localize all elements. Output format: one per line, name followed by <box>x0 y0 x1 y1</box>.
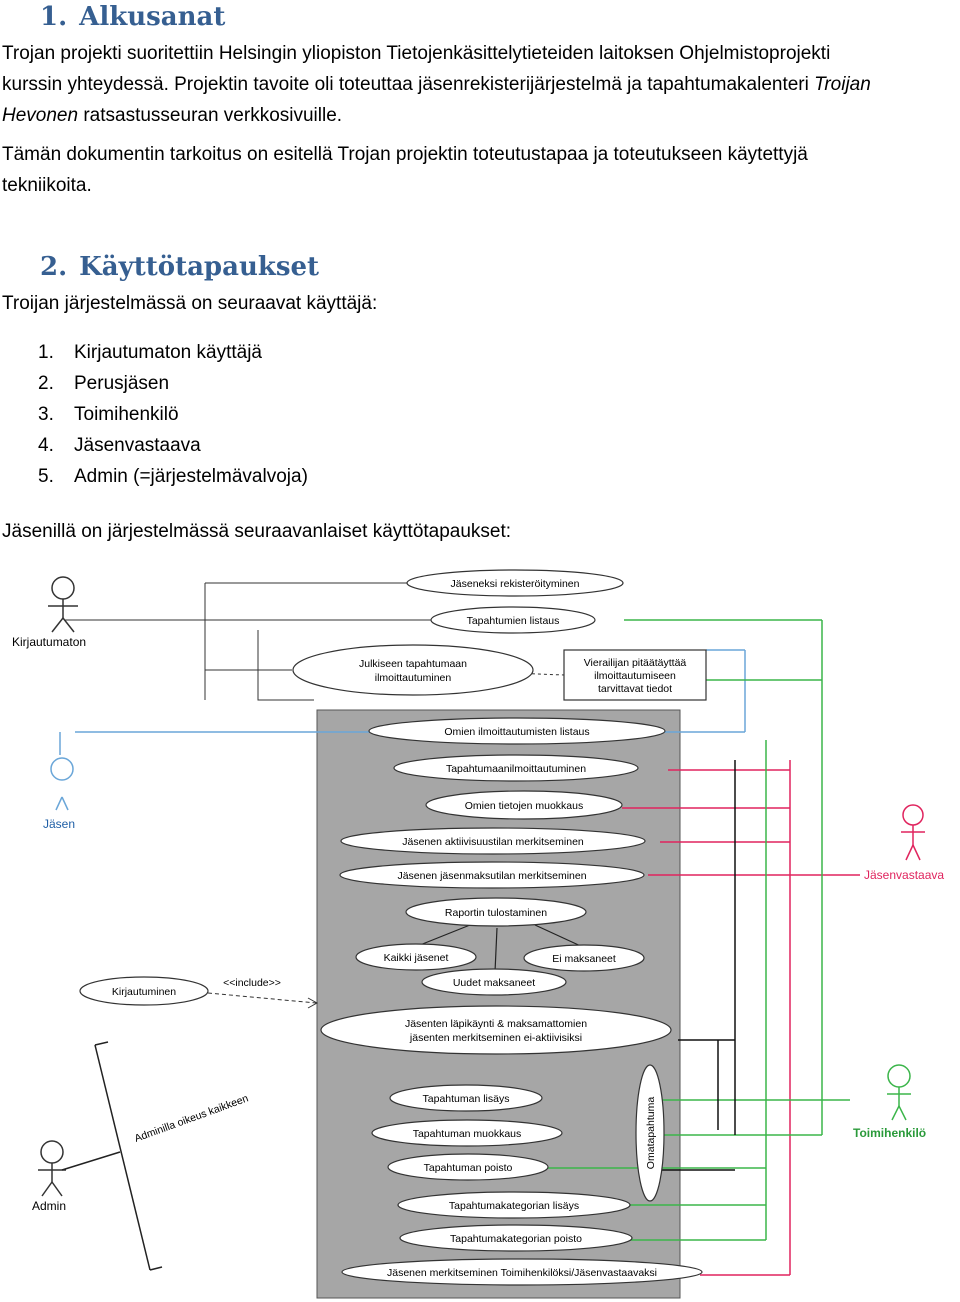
uc-add-cat-label: Tapahtumakategorian lisäys <box>449 1200 579 1212</box>
uc-del-event <box>387 1153 549 1181</box>
admin-bracket <box>61 1041 163 1271</box>
uc-pass-label-2: jäsenten merkitseminen ei-aktiivisiksi <box>409 1032 582 1044</box>
uc-del-event-label: Tapahtuman poisto <box>424 1162 513 1174</box>
actor-jasenvastaava <box>901 804 925 861</box>
actor-admin-label: Admin <box>32 1199 66 1213</box>
uc-register <box>406 569 624 597</box>
uc-pass-label-1: Jäsenten läpikäynti & maksamattomien <box>405 1018 587 1030</box>
uc-add-event <box>389 1084 543 1112</box>
uc-del-cat-label: Tapahtumakategorian poisto <box>450 1233 582 1245</box>
toimihenkilo-lines <box>548 619 850 1241</box>
jasenvastaava-lines <box>622 760 860 1276</box>
list-item: 3.Toimihenkilö <box>38 404 179 425</box>
actor-admin <box>38 1140 66 1197</box>
uc-mark-staff-label: Jäsenen merkitseminen Toimihenkilöksi/Jä… <box>387 1267 657 1279</box>
uc-login-label: Kirjautuminen <box>112 986 176 998</box>
actor-jasen <box>50 757 74 811</box>
internal-lines <box>662 760 736 1171</box>
uc-listing <box>430 606 596 634</box>
use-case-diagram: Kirjautumaton Jäsen Jäsenvastaava Toimih… <box>12 569 944 1299</box>
uc-event-signup-label: Tapahtumaanilmoittautuminen <box>446 763 586 775</box>
include-label: <<include>> <box>223 977 281 989</box>
list-item: 5.Admin (=järjestelmävalvoja) <box>38 466 308 487</box>
uc-listing-label: Tapahtumien listaus <box>467 615 560 627</box>
section-1-heading: 1.Alkusanat <box>40 2 226 32</box>
uc-del-cat <box>399 1224 633 1252</box>
uc-edit-info-label: Omien tietojen muokkaus <box>465 800 583 812</box>
uc-add-event-label: Tapahtuman lisäys <box>423 1093 510 1105</box>
uc-edit-event <box>371 1119 563 1147</box>
uc-report-label: Raportin tulostaminen <box>445 907 547 919</box>
report-arrows <box>419 924 586 973</box>
note-line-3: tarvittavat tiedot <box>598 683 672 695</box>
section-2-outro: Jäsenillä on järjestelmässä seuraavanlai… <box>2 521 512 542</box>
uc-public-label-2: ilmoittautuminen <box>375 672 452 684</box>
uc-new-label: Uudet maksaneet <box>453 977 535 989</box>
list-item: 1.Kirjautumaton käyttäjä <box>38 342 262 363</box>
uc-add-cat <box>397 1191 631 1219</box>
actor-kirjautumaton <box>48 576 78 633</box>
uc-new <box>421 968 567 996</box>
uc-activity <box>340 827 646 855</box>
note-box <box>563 649 707 701</box>
section-2-intro: Troijan järjestelmässä on seuraavat käyt… <box>2 293 378 314</box>
note-line-2: ilmoittautumiseen <box>594 670 676 682</box>
uc-mark-staff <box>341 1258 703 1286</box>
use-cases <box>79 569 703 1286</box>
uc-all-label: Kaikki jäsenet <box>384 952 449 964</box>
actor-kirjautumaton-label: Kirjautumaton <box>12 635 86 649</box>
list-item: 4.Jäsenvastaava <box>38 435 201 456</box>
list-item: 2.Perusjäsen <box>38 373 170 394</box>
uc-public-label-1: Julkiseen tapahtumaan <box>359 658 467 670</box>
uc-pass <box>320 1005 672 1055</box>
uc-own-event-label: Omatapahtuma <box>645 1097 657 1170</box>
uc-all <box>355 943 477 971</box>
uc-own-list <box>368 717 666 745</box>
section-2-heading: 2.Käyttötapaukset <box>40 252 320 282</box>
use-case-labels: Jäseneksi rekisteröityminen Tapahtumien … <box>112 578 687 1279</box>
uc-login <box>79 976 209 1006</box>
uc-report <box>405 897 587 927</box>
uc-own-list-label: Omien ilmoittautumisten listaus <box>444 726 589 738</box>
section-1-paragraph-1: Trojan projekti suoritettiin Helsingin y… <box>2 43 871 126</box>
actor-toimihenkilo <box>887 1064 911 1121</box>
uc-activity-label: Jäsenen aktiivisuustilan merkitseminen <box>402 836 584 848</box>
uc-fee-label: Jäsenen jäsenmaksutilan merkitseminen <box>397 870 586 882</box>
include-arrow <box>207 992 319 1009</box>
uc-edit-event-label: Tapahtuman muokkaus <box>413 1128 522 1140</box>
uc-event-signup <box>393 754 639 782</box>
note-line-1: Vierailijan pitäätäyttää <box>584 657 687 669</box>
uc-unpaid-label: Ei maksaneet <box>552 953 616 965</box>
uc-fee <box>339 861 645 889</box>
actor-toimihenkilo-label: Toimihenkilö <box>853 1126 926 1140</box>
uc-own-event <box>635 1064 665 1202</box>
actor-jasen-label: Jäsen <box>43 817 75 831</box>
uc-register-label: Jäseneksi rekisteröityminen <box>451 578 580 590</box>
actor-jasenvastaava-label: Jäsenvastaava <box>864 868 944 882</box>
section-1-paragraph-2: Tämän dokumentin tarkoitus on esitellä T… <box>2 144 808 196</box>
uc-public <box>292 644 534 696</box>
uc-unpaid <box>523 944 645 972</box>
uc-edit-info <box>425 790 623 820</box>
admin-rights-label: Adminilla oikeus kaikkeen <box>133 1092 250 1144</box>
